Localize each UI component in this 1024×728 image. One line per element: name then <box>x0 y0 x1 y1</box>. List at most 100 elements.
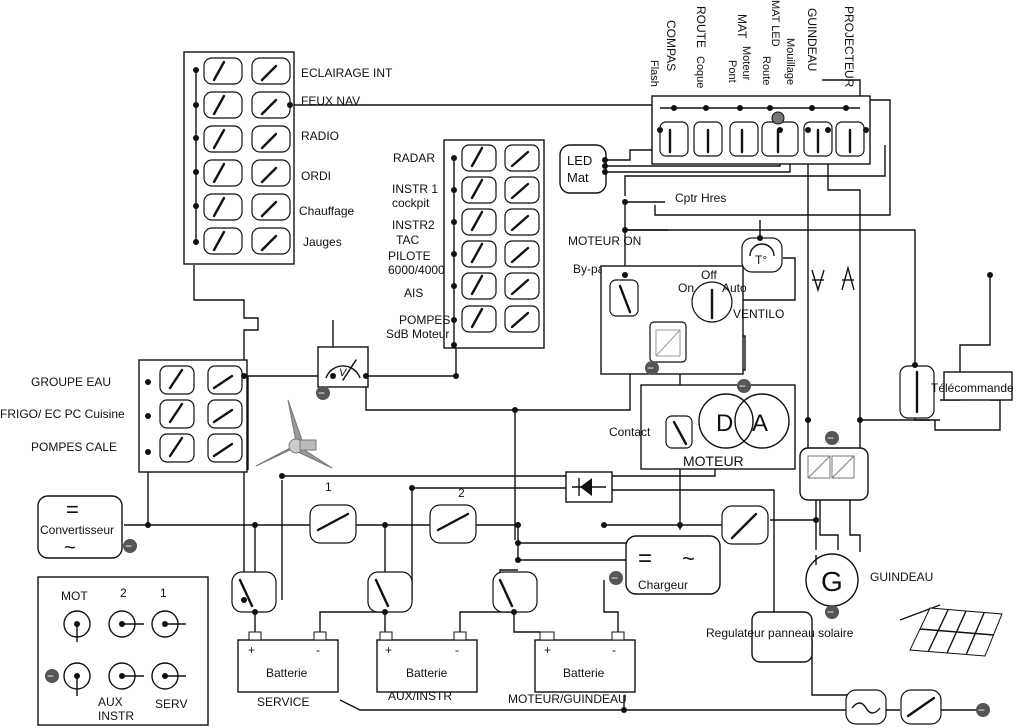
conv-ac: ~ <box>64 537 76 559</box>
battery-moteur-box <box>534 639 636 693</box>
bottom-right-switches: − <box>845 689 990 725</box>
label-moteur: MOTEUR <box>683 453 744 469</box>
svg-text:−: − <box>318 386 325 400</box>
label-pompes-cale: POMPES CALE <box>31 440 117 454</box>
legend-1: 1 <box>160 586 167 600</box>
bus-switches: 1 2 <box>309 480 769 545</box>
label-chargeur: Chargeur <box>638 578 688 592</box>
convertisseur-box <box>37 495 123 559</box>
legend-serv: SERV <box>155 697 187 711</box>
legend: MOT 2 1 − AUX INSTR SERV <box>37 576 209 726</box>
battery-aux-label: Batterie <box>406 666 448 680</box>
legend-instr: INSTR <box>98 709 134 723</box>
label-projecteur: PROJECTEUR <box>842 6 856 88</box>
label-cockpit: cockpit <box>392 196 430 210</box>
label-pilote: PILOTE <box>388 249 431 263</box>
engine-start-block: − Off On Auto VENTILO T° <box>600 237 784 375</box>
svg-text:-: - <box>455 643 459 657</box>
svg-text:−: − <box>978 703 985 717</box>
legend-mot: MOT <box>61 589 88 603</box>
telecommande: Télécommande <box>899 272 1014 419</box>
battery-moteur-name: MOTEUR/GUINDEAU <box>508 692 627 706</box>
label-thermo: T° <box>755 253 767 267</box>
battery-service: + - Batterie SERVICE <box>237 631 339 709</box>
label-ventilo: VENTILO <box>733 307 784 321</box>
label-radio: RADIO <box>301 129 339 143</box>
solar-panel-icon <box>909 607 1003 657</box>
label-guindeau-top: GUINDEAU <box>805 8 819 71</box>
guindeau-g: G <box>821 566 843 597</box>
label-flash: Flash <box>648 60 660 87</box>
label-solaire: Regulateur panneau solaire <box>706 626 854 640</box>
battery-moteur-label: Batterie <box>563 666 605 680</box>
moteur-d: D <box>716 410 733 437</box>
led-mat-line1: LED <box>567 153 592 168</box>
label-route2: Route <box>760 56 772 85</box>
label-switch-2: 2 <box>458 486 465 500</box>
label-mouillage: Mouillage <box>784 38 796 85</box>
label-chauffage: Chauffage <box>299 204 354 218</box>
svg-text:V: V <box>339 367 348 379</box>
panel-left-switches <box>193 57 293 255</box>
telecommande-box <box>943 371 1013 401</box>
led-mat: LED Mat <box>559 144 607 194</box>
label-guindeau: GUINDEAU <box>870 570 933 584</box>
label-coque: Coque <box>694 56 706 88</box>
moteur-a: A <box>752 410 768 437</box>
battery-moteur: + - Batterie MOTEUR/GUINDEAU <box>508 631 636 706</box>
voltmeter: V − <box>316 346 369 400</box>
svg-text:−: − <box>827 431 834 445</box>
wind-turbine-icon <box>255 399 333 469</box>
label-groupe-eau: GROUPE EAU <box>31 375 111 389</box>
voltmeter-minus <box>316 386 330 400</box>
panel-center: RADAR INSTR 1 cockpit INSTR2 TAC PILOTE … <box>386 139 545 349</box>
label-6000: 6000/4000 <box>388 263 445 277</box>
label-contact: Contact <box>609 425 651 439</box>
svg-text:−: − <box>47 669 54 683</box>
label-off: Off <box>701 268 717 282</box>
led-mat-line2: Mat <box>567 170 589 185</box>
label-convertisseur: Convertisseur <box>40 523 114 537</box>
svg-text:−: − <box>647 361 654 375</box>
legend-frame <box>37 576 209 726</box>
chargeur: = ~ Chargeur − <box>609 535 721 595</box>
battery-switches <box>231 571 538 613</box>
label-ais: AIS <box>404 286 423 300</box>
battery-aux-box <box>376 639 478 693</box>
label-pompes: POMPES <box>399 313 450 327</box>
charg-ac: ~ <box>682 546 695 571</box>
panel-low: GROUPE EAU FRIGO/ EC PC Cuisine POMPES C… <box>0 359 248 473</box>
label-mat: MAT <box>735 14 749 39</box>
label-ordi: ORDI <box>301 169 331 183</box>
battery-aux: + - Batterie AUX/INSTR <box>376 631 478 703</box>
label-on: On <box>678 281 694 295</box>
label-eclairage: ECLAIRAGE INT <box>301 66 393 80</box>
svg-text:−: − <box>739 379 746 393</box>
legend-2: 2 <box>120 586 127 600</box>
label-feux-nav: FEUX NAV <box>301 94 360 108</box>
label-moteur-on: MOTEUR ON <box>568 234 641 248</box>
battery-service-name: SERVICE <box>257 695 309 709</box>
label-sdb-moteur: SdB Moteur <box>386 327 449 341</box>
label-mat-led: MAT LED <box>769 0 781 47</box>
batteries: + - Batterie SERVICE + - Batterie AUX/IN… <box>237 631 636 709</box>
svg-text:+: + <box>544 643 551 657</box>
legend-aux: AUX <box>98 695 123 709</box>
diode-bridge <box>565 471 613 503</box>
label-radar: RADAR <box>393 151 435 165</box>
svg-text:−: − <box>827 605 834 619</box>
label-instr2: INSTR2 <box>392 218 435 232</box>
solar-regulator <box>751 611 813 663</box>
panel-top: COMPAS Flash ROUTE Coque MAT Moteur Pont… <box>648 0 871 165</box>
label-frigo: FRIGO/ EC PC Cuisine <box>0 407 125 421</box>
label-telecommande: Télécommande <box>931 381 1014 395</box>
battery-service-label: Batterie <box>266 666 308 680</box>
label-tac: TAC <box>396 233 419 247</box>
convertisseur: = Convertisseur ~ − <box>37 495 137 559</box>
panel-left: ECLAIRAGE INT FEUX NAV RADIO ORDI Chauff… <box>183 51 393 265</box>
label-switch-1: 1 <box>325 480 332 494</box>
svg-text:-: - <box>612 643 616 657</box>
junction-dots <box>145 157 863 713</box>
